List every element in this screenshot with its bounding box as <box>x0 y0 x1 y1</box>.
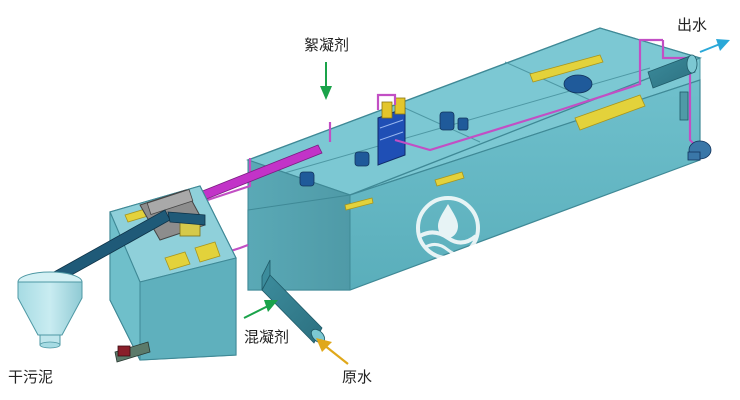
company-logo <box>416 196 480 260</box>
discharge-pump <box>679 91 712 161</box>
sludge-hopper <box>17 271 83 349</box>
coagulant-arrow <box>243 300 278 319</box>
raw-water-label: 原水 <box>342 368 373 386</box>
sludge-pump <box>114 341 151 363</box>
flocculant-arrow <box>320 62 332 100</box>
main-tank <box>246 27 702 291</box>
partition-1 <box>395 103 481 143</box>
raw-water-arrow <box>316 338 349 365</box>
dry-sludge-label: 干污泥 <box>8 368 54 386</box>
outlet-water-label: 出水 <box>677 16 708 34</box>
inclined-plate-settler <box>344 54 646 211</box>
coagulant-label: 混凝剂 <box>244 328 290 346</box>
dosing-unit <box>377 97 406 166</box>
outlet-water-arrow <box>699 39 730 53</box>
raw-water-inlet-pipe <box>261 259 326 344</box>
outlet-pipe <box>647 54 698 89</box>
mixer-pumps <box>299 74 593 187</box>
partition-2 <box>504 61 591 101</box>
main-tank-end <box>247 159 351 291</box>
flocculant-label: 絮凝剂 <box>304 36 350 54</box>
